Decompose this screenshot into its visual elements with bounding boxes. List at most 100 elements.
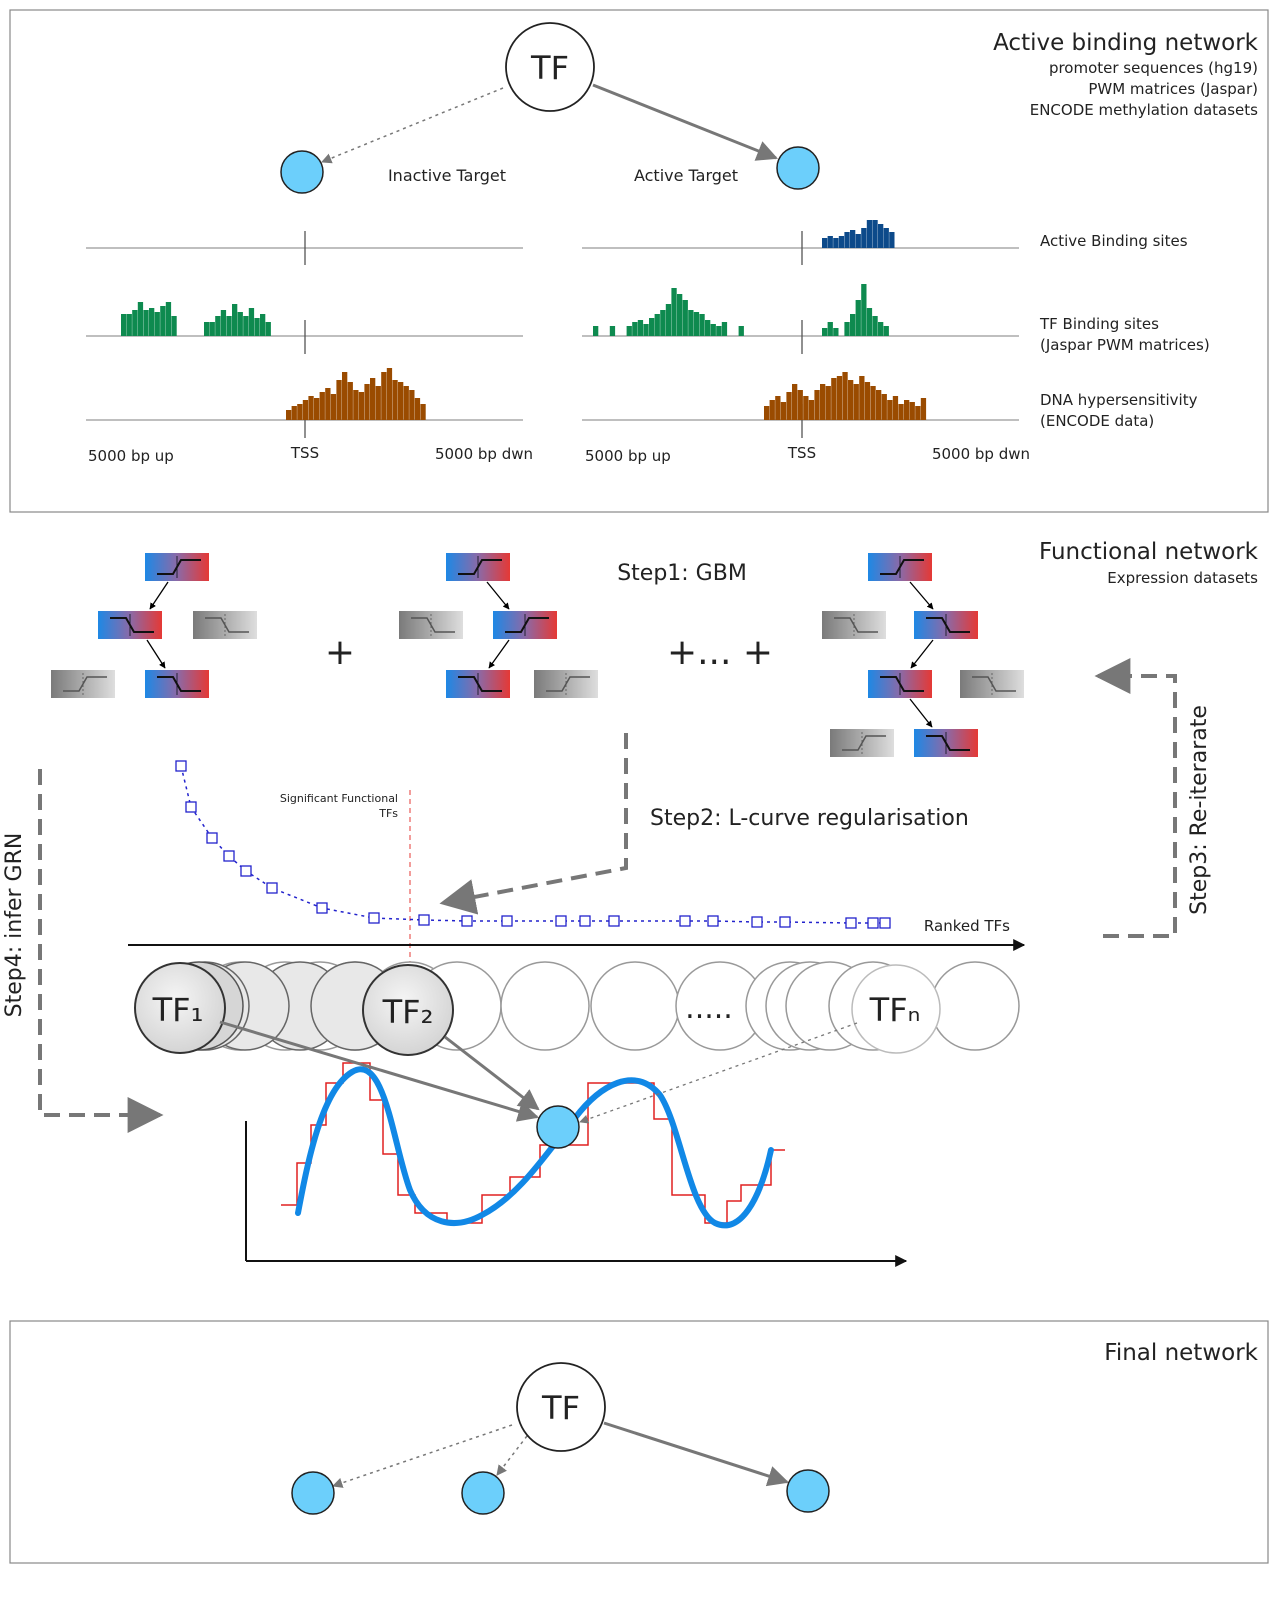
final-title: Final network [1104, 1340, 1258, 1366]
tf-site-bar [260, 314, 266, 336]
axis-tss-right: TSS [787, 444, 816, 462]
active-target-label: Active Target [634, 166, 738, 185]
step1-label: Step1: GBM [617, 561, 747, 586]
split-curve [926, 735, 970, 751]
functional-subtitle: Expression datasets [1107, 569, 1258, 587]
split-curve [110, 617, 154, 633]
split-curve [458, 676, 502, 692]
final-edge-right [603, 1421, 789, 1487]
tf-site-bar [171, 316, 177, 336]
dna-hs-bar [904, 400, 910, 420]
tree-edge [486, 581, 510, 610]
tf-site-bar [232, 304, 238, 336]
split-curve [458, 559, 502, 575]
tf-site-bar [705, 320, 711, 336]
final-edge-middle [496, 1435, 528, 1476]
step3-arrow [1094, 658, 1177, 938]
tree-edge [146, 639, 166, 669]
tf-site-bar [137, 302, 144, 336]
dna-hs-bar [915, 406, 921, 420]
step2-arrow [439, 733, 628, 915]
edge-tf2-target [444, 1035, 540, 1111]
tf-site-bar [665, 304, 672, 336]
tf-site-bar [866, 308, 873, 336]
l-curve-point [679, 915, 691, 927]
gbm-trees [51, 553, 1024, 757]
tf-site-bar [688, 310, 694, 336]
active-site-bar [838, 236, 845, 248]
dna-hs-bar [909, 402, 915, 420]
dna-hs-bar [364, 384, 370, 420]
inactive-target-label: Inactive Target [388, 166, 506, 185]
tf-site-bar [248, 308, 255, 336]
dna-hs-bar [808, 400, 815, 420]
active-site-bar [861, 228, 867, 248]
tf2-label: TF₂ [382, 993, 434, 1031]
tf-site-bar [165, 302, 172, 336]
tf-circle [930, 961, 1020, 1051]
dna-hs-bar [898, 404, 904, 420]
axis-down-left: 5000 bp dwn [435, 445, 533, 463]
label-active-sites: Active Binding sites [1040, 232, 1188, 250]
active-binding-title: Active binding network [993, 30, 1259, 56]
tf-site-bar [154, 312, 160, 336]
dna-hs-bar [370, 378, 376, 420]
plus-ellipsis: +... + [667, 632, 773, 673]
tf-circle [500, 961, 590, 1051]
tf-site-bar [844, 322, 850, 336]
final-target-2 [461, 1471, 505, 1515]
active-target-node [776, 146, 820, 190]
l-curve-point [867, 917, 879, 929]
binding-histograms [121, 220, 927, 420]
dna-hs-bar [803, 396, 809, 420]
l-curve-point [418, 914, 430, 926]
final-tf-label: TF [541, 1389, 580, 1427]
active-binding-panel [9, 9, 1269, 513]
dna-hs-bar [297, 404, 303, 420]
axis-up-left: 5000 bp up [88, 447, 174, 465]
tf-site-bar [738, 326, 744, 336]
dna-hs-bar [302, 400, 309, 420]
tree-edge [910, 639, 934, 669]
tf-site-bar [693, 312, 700, 336]
tf-site-bar [593, 326, 599, 336]
tf-site-bar [861, 284, 867, 336]
tf-site-bar [878, 322, 884, 336]
tf-site-bar [215, 316, 221, 336]
tf-site-bar [226, 316, 232, 336]
dna-hs-bar [786, 392, 792, 420]
dna-hs-bar [314, 398, 320, 420]
l-curve-point [608, 915, 620, 927]
dna-hs-bar [864, 382, 871, 420]
dna-hs-bar [870, 386, 876, 420]
split-curve [972, 676, 1016, 692]
l-curve-point [206, 832, 218, 844]
dna-hs-bar [876, 390, 882, 420]
tf-site-bar [872, 316, 878, 336]
significance-label-1: Significant Functional [280, 792, 398, 805]
plus-sign: + [325, 632, 355, 673]
inactive-edge [321, 87, 504, 164]
tf-site-bar [833, 328, 839, 336]
tf-site-bar [237, 312, 243, 336]
tree-edge [909, 698, 933, 728]
split-curve [63, 676, 107, 692]
dna-hs-bar [325, 388, 331, 420]
significance-label-2: TFs [378, 807, 398, 820]
dna-hs-bar [859, 376, 865, 420]
tf1-label: TF₁ [152, 991, 204, 1029]
tree-edge [149, 581, 169, 610]
dna-hs-bar [392, 380, 398, 420]
split-curve [546, 676, 590, 692]
dna-hs-bar [358, 392, 365, 420]
split-curve [157, 676, 201, 692]
dna-hs-bar [892, 396, 899, 420]
dna-hs-bar [825, 386, 831, 420]
dna-hs-bar [881, 394, 887, 420]
label-dna-2: (ENCODE data) [1040, 412, 1154, 430]
active-site-bar [883, 228, 889, 248]
dna-hs-bar [814, 390, 820, 420]
tf-site-bar [883, 326, 889, 336]
source-encode: ENCODE methylation datasets [1030, 101, 1258, 119]
